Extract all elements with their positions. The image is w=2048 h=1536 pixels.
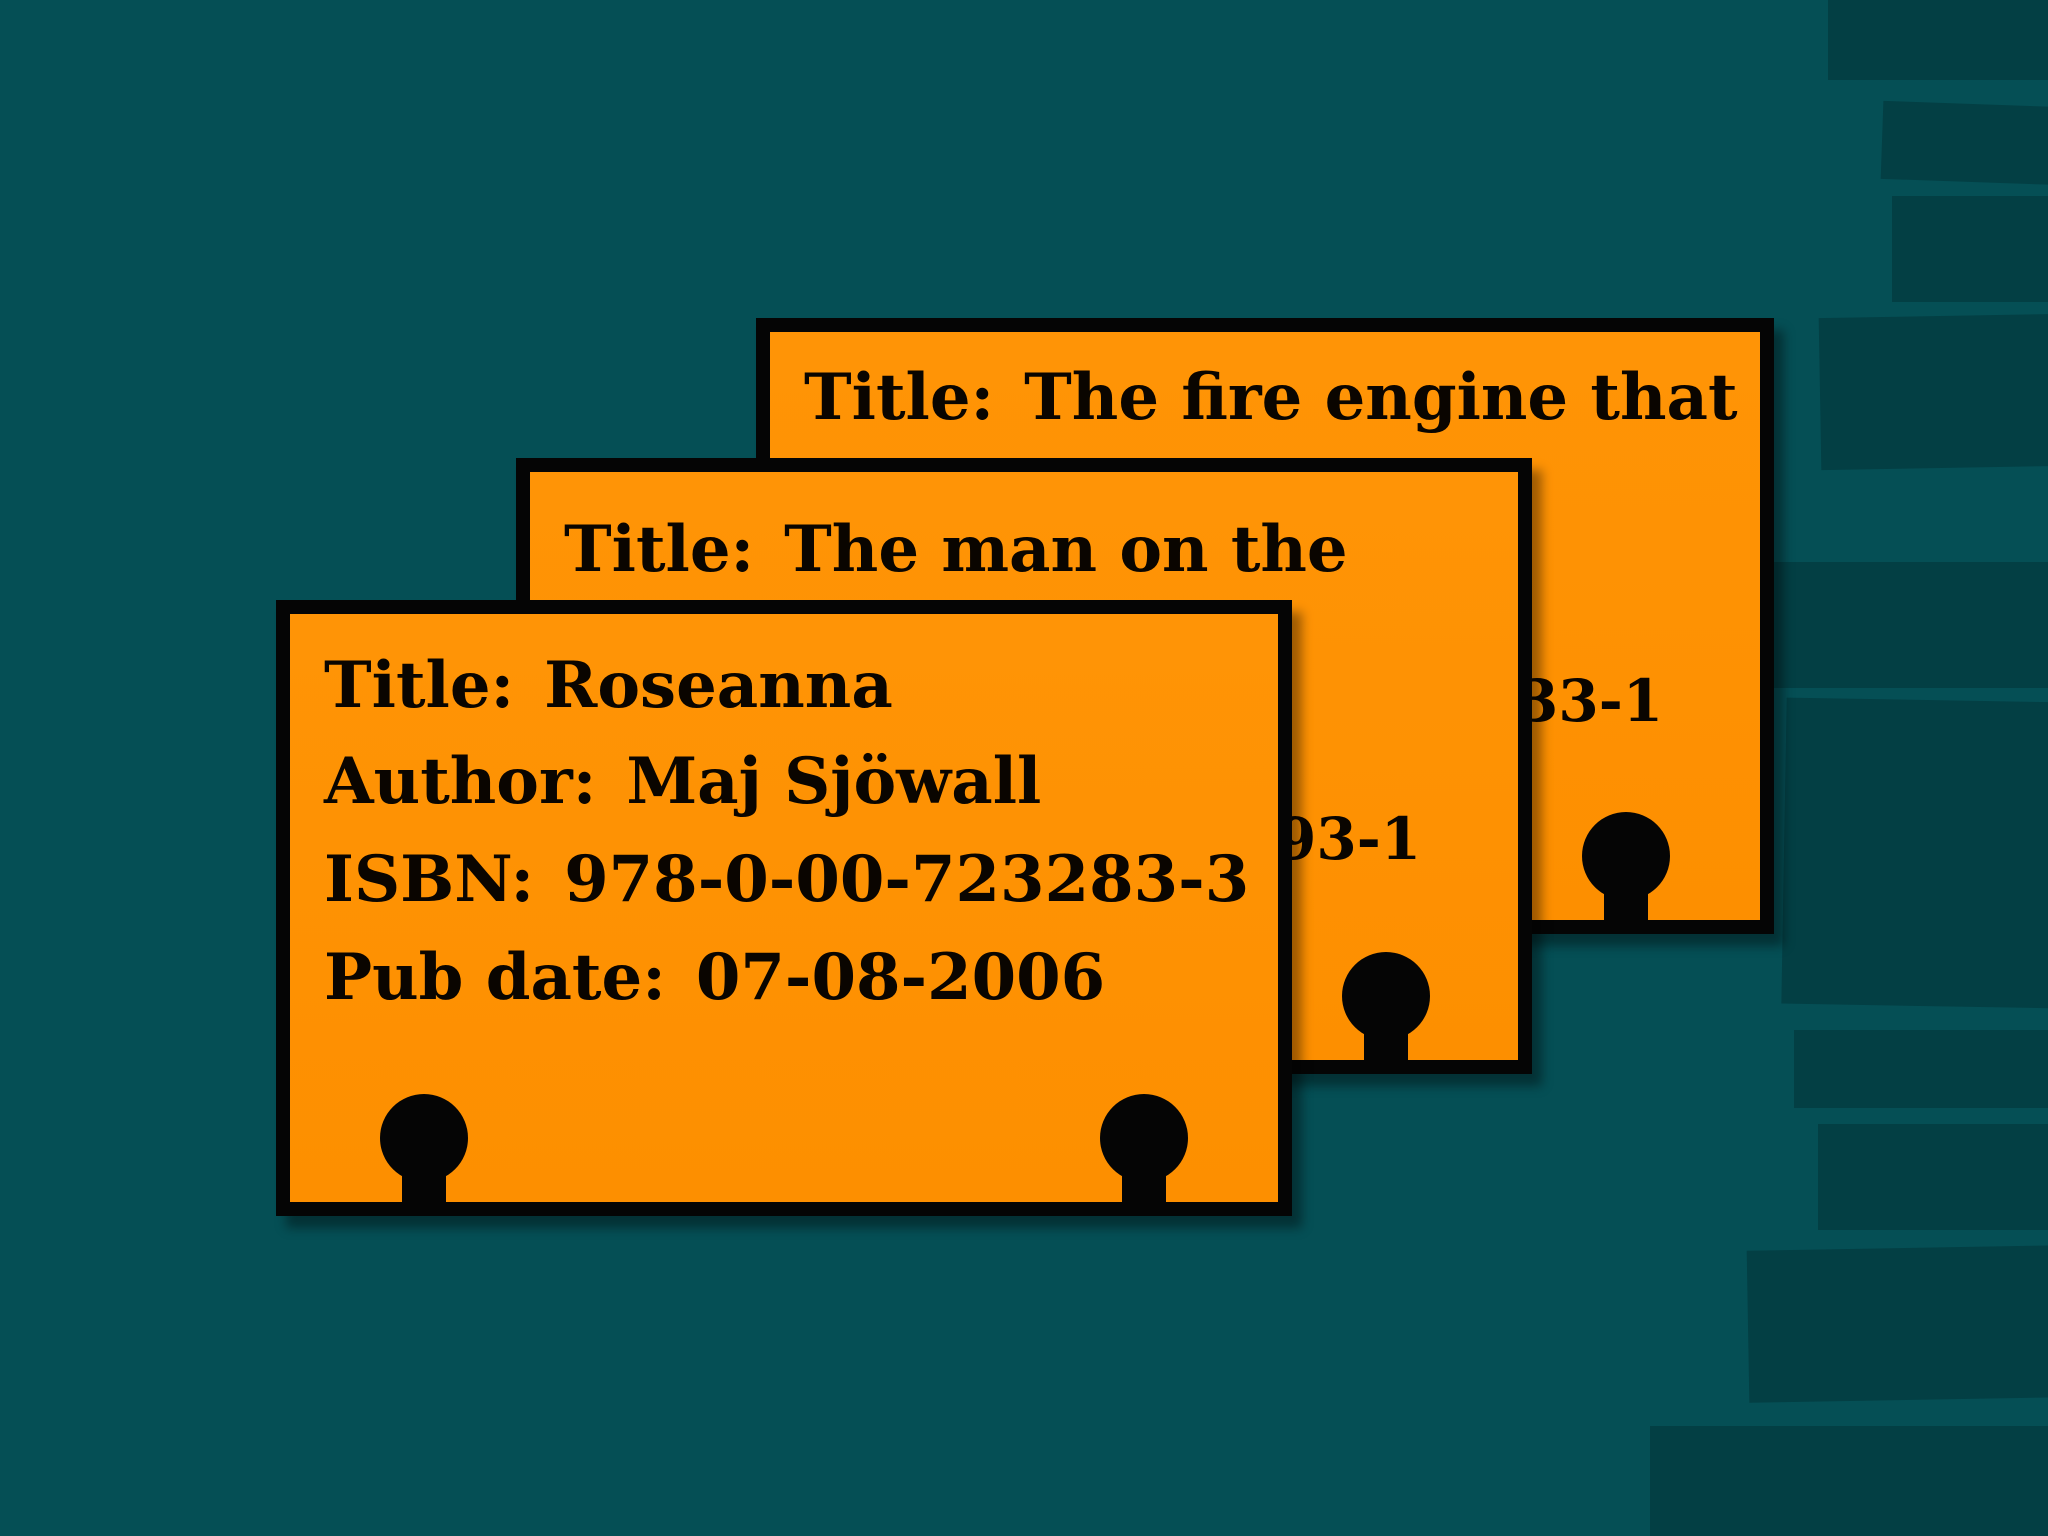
title-label: Title:: [324, 648, 515, 723]
author-value: Maj Sjöwall: [626, 744, 1042, 819]
pub-date-label: Pub date:: [324, 940, 666, 1015]
background-stripe: [1764, 562, 2048, 688]
title-value: Roseanna: [544, 648, 893, 723]
title-label: Title:: [564, 512, 755, 587]
isbn-label: ISBN:: [324, 842, 535, 917]
title-value: The man on the: [784, 512, 1348, 587]
background-stripe: [1880, 100, 2048, 186]
background-stripe: [1818, 313, 2048, 471]
punch-hole-icon: [380, 1094, 468, 1202]
card-title-line: Title:The man on the: [564, 518, 1348, 582]
author-label: Author:: [324, 744, 597, 819]
isbn-value: 978-0-00-723283-3: [564, 842, 1250, 917]
partial-isbn-text: 33-1: [1518, 667, 1664, 735]
punch-hole-icon: [1582, 812, 1670, 920]
punch-hole-icon: [1100, 1094, 1188, 1202]
card-author-line: Author:Maj Sjöwall: [324, 750, 1041, 814]
background-stripe: [1650, 1426, 2048, 1536]
title-label: Title:: [804, 360, 995, 435]
pub-date-value: 07-08-2006: [695, 940, 1106, 1015]
card-partial-isbn: 33-1: [1518, 672, 1663, 730]
background-stripe: [1818, 1124, 2048, 1230]
card-isbn-line: ISBN:978-0-00-723283-3: [324, 848, 1249, 912]
background-stripe: [1781, 697, 2048, 1009]
background-stripe: [1794, 1030, 2048, 1108]
index-card-front: Title:Roseanna Author:Maj Sjöwall ISBN:9…: [276, 600, 1292, 1216]
punch-hole-icon: [1342, 952, 1430, 1060]
card-pub-date-line: Pub date:07-08-2006: [324, 946, 1105, 1010]
card-title-line: Title:Roseanna: [324, 654, 893, 718]
partial-isbn-text: 93-1: [1276, 805, 1422, 873]
card-title-line: Title:The fire engine that: [804, 366, 1738, 430]
background-stripe: [1746, 1245, 2048, 1403]
title-value: The fire engine that: [1024, 360, 1738, 435]
background-stripe: [1892, 196, 2048, 302]
background-stripe: [1828, 0, 2048, 80]
card-partial-isbn: 93-1: [1276, 810, 1421, 868]
